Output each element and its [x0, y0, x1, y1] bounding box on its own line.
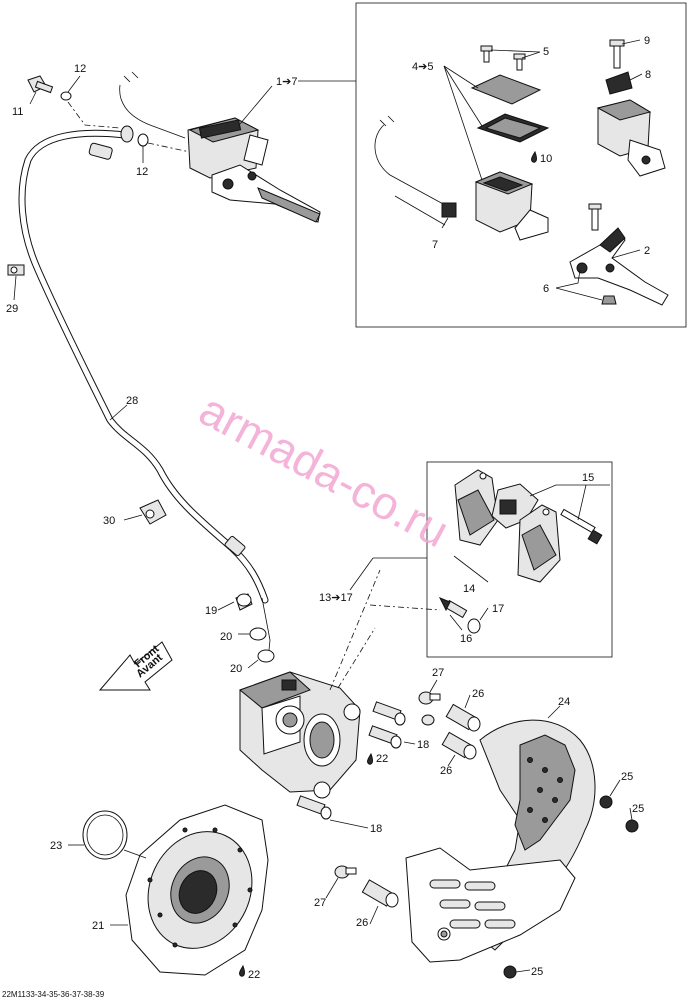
screw-25-b — [625, 819, 639, 833]
master-cylinder-assembly — [119, 71, 321, 223]
pad-pin — [560, 508, 603, 545]
banjo-bolt-11 — [27, 75, 54, 94]
screw-27-a — [418, 691, 441, 705]
washer-12-upper — [60, 91, 72, 101]
oil-drop-icon — [239, 964, 245, 977]
callout-27-upper: 27 — [432, 667, 444, 679]
callout-20-upper: 20 — [220, 631, 232, 643]
hose-clip-29 — [7, 264, 25, 276]
callout-29: 29 — [6, 303, 18, 315]
callout-15: 15 — [582, 472, 594, 484]
callout-30: 30 — [103, 515, 115, 527]
callout-25-lower: 25 — [531, 966, 543, 978]
oil-drop-icon — [531, 150, 537, 163]
callout-4-to-5: 4➔5 — [412, 61, 433, 73]
master-cylinder-clamp-view — [596, 39, 666, 177]
banjo-bolt-19 — [235, 593, 253, 611]
front-direction-arrow — [98, 641, 173, 691]
callout-7: 7 — [432, 239, 438, 251]
callout-1-to-7: 1➔7 — [276, 76, 297, 88]
caliper-bolt-18-c — [296, 795, 332, 820]
brake-light-switch — [441, 202, 457, 218]
callout-11: 11 — [12, 106, 23, 118]
callout-25-upper: 25 — [621, 771, 633, 783]
watermark: armada-co.ru — [191, 383, 457, 557]
brake-lever — [569, 203, 669, 306]
callout-28: 28 — [126, 395, 138, 407]
disc-guard — [405, 719, 596, 963]
screw-27-a2 — [421, 714, 435, 726]
callout-19: 19 — [205, 605, 217, 617]
brake-disc — [125, 804, 269, 976]
screw-25-c — [503, 965, 517, 979]
callout-21: 21 — [92, 920, 104, 932]
callout-12-lower: 12 — [136, 166, 148, 178]
callout-20-lower: 20 — [230, 663, 242, 675]
spacer-26-b — [441, 731, 477, 760]
brake-caliper — [239, 671, 361, 799]
callout-26-upper: 26 — [472, 688, 484, 700]
brake-pad-inner — [454, 469, 499, 546]
oil-drop-icon — [367, 752, 373, 765]
hose-lower-fitting — [224, 535, 246, 557]
callout-2: 2 — [644, 245, 650, 257]
callout-26-lower: 26 — [356, 917, 368, 929]
callout-14: 14 — [463, 583, 475, 595]
brake-pad-outer — [517, 504, 561, 583]
callout-22-caliper: 22 — [376, 753, 388, 765]
callout-17: 17 — [492, 603, 504, 615]
callout-5: 5 — [543, 46, 549, 58]
caliper-bolt-18-b — [368, 725, 402, 749]
callout-6: 6 — [543, 283, 549, 295]
hose-clip-30 — [139, 499, 167, 525]
bleeder-screw-16 — [438, 597, 468, 619]
drawing-code: 22M1133-34-35-36-37-38-39 — [2, 990, 105, 999]
banjo-fitting — [120, 125, 134, 143]
master-cylinder-body — [474, 171, 549, 241]
hose-upper-fitting — [88, 142, 113, 160]
screw-5-b — [513, 53, 526, 71]
callout-10: 10 — [540, 153, 552, 165]
washer-12-lower — [137, 133, 149, 147]
callout-22-disc: 22 — [248, 969, 260, 981]
bleeder-cap-17 — [467, 618, 481, 634]
inset-brake-pads-box — [426, 461, 613, 658]
callout-18-upper: 18 — [417, 739, 429, 751]
callout-18-lower: 18 — [370, 823, 382, 835]
spacer-26-a — [445, 703, 481, 732]
inset-master-cylinder-box — [355, 2, 687, 328]
brake-light-switch-wire — [374, 124, 446, 206]
callout-8: 8 — [645, 69, 651, 81]
callout-26-middle: 26 — [440, 765, 452, 777]
callout-24: 24 — [558, 696, 570, 708]
washer-20-lower — [257, 649, 275, 663]
reservoir-cover — [470, 74, 542, 105]
screw-27-b — [334, 865, 357, 879]
callout-25-middle: 25 — [632, 803, 644, 815]
brake-hose — [18, 129, 269, 604]
callout-12-upper: 12 — [74, 63, 86, 75]
callout-27-lower: 27 — [314, 897, 326, 909]
screw-5-a — [480, 45, 493, 63]
callout-9: 9 — [644, 35, 650, 47]
screw-25-a — [599, 795, 613, 809]
caliper-bolt-18-a — [372, 701, 406, 726]
spacer-26-c — [361, 879, 399, 908]
washer-20-upper — [249, 627, 267, 641]
o-ring-23 — [82, 810, 128, 860]
callout-16: 16 — [460, 633, 472, 645]
callout-23: 23 — [50, 840, 62, 852]
callout-13-to-17: 13➔17 — [319, 592, 353, 604]
